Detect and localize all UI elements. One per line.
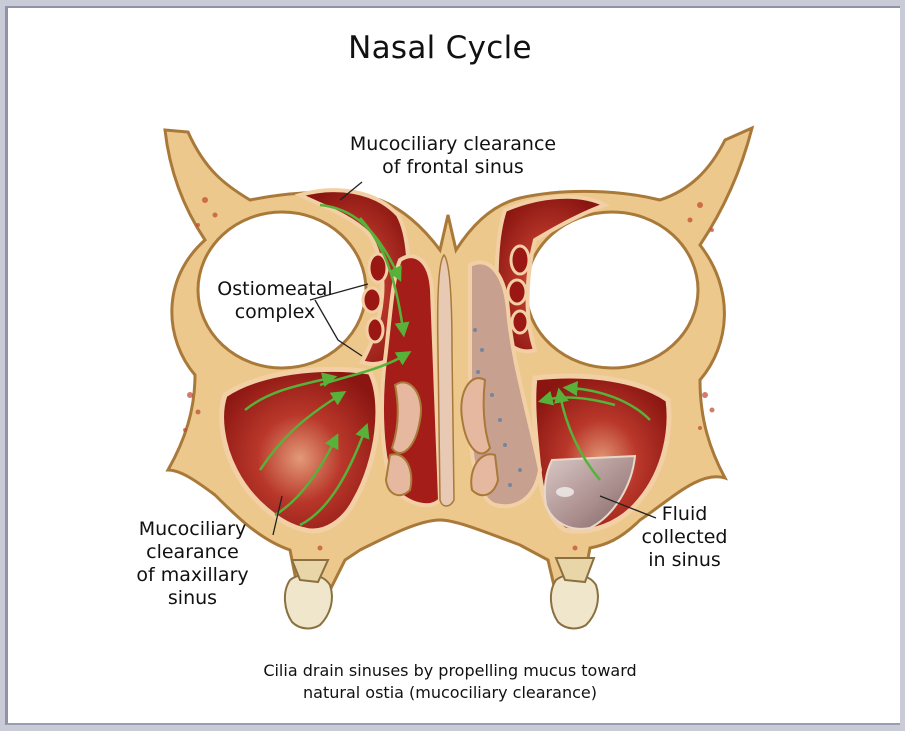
label-line: complex: [210, 301, 340, 324]
label-line: Mucociliary: [120, 518, 265, 541]
label-line: Ostiomeatal: [210, 278, 340, 301]
caption-line: Cilia drain sinuses by propelling mucus …: [180, 660, 720, 682]
label-ostiomeatal-complex: Ostiomeatal complex: [210, 278, 340, 324]
label-line: Fluid: [632, 503, 737, 526]
label-line: sinus: [120, 587, 265, 610]
figure-caption: Cilia drain sinuses by propelling mucus …: [180, 660, 720, 704]
label-frontal-sinus-clearance: Mucociliary clearance of frontal sinus: [335, 133, 571, 179]
label-line: Mucociliary clearance: [335, 133, 571, 156]
right-orbit: [526, 212, 698, 368]
label-line: clearance: [120, 541, 265, 564]
label-maxillary-sinus-clearance: Mucociliary clearance of maxillary sinus: [120, 518, 265, 610]
label-line: in sinus: [632, 549, 737, 572]
page-title: Nasal Cycle: [0, 30, 880, 66]
caption-line: natural ostia (mucociliary clearance): [180, 682, 720, 704]
label-line: collected: [632, 526, 737, 549]
fluid-highlight: [556, 487, 574, 497]
label-line: of frontal sinus: [335, 156, 571, 179]
label-line: of maxillary: [120, 564, 265, 587]
label-fluid-collected: Fluid collected in sinus: [632, 503, 737, 572]
